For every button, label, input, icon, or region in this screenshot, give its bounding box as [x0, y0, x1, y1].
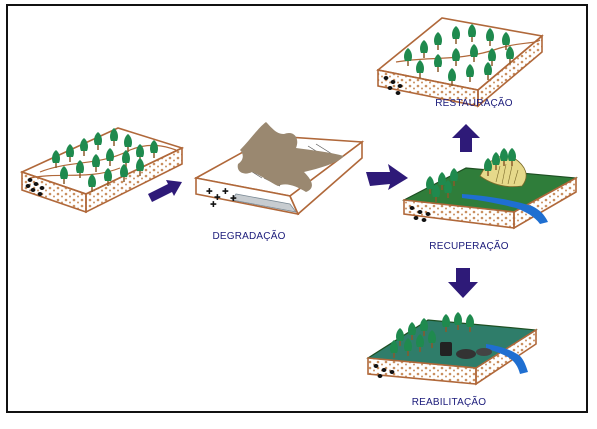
stones-icon: ✚ ✚ ✚ ✚ ✚: [206, 187, 237, 209]
arrow-to-restauracao: [452, 124, 480, 152]
svg-text:✚: ✚: [222, 187, 229, 196]
river: [462, 194, 548, 224]
erosion-area: [237, 122, 344, 192]
restored-block: [376, 17, 544, 108]
recovery-block: [401, 147, 579, 230]
label-degradacao: DEGRADAÇÃO: [212, 231, 286, 242]
svg-text:✚: ✚: [206, 187, 213, 196]
svg-text:✚: ✚: [230, 194, 237, 203]
machinery-icon: [440, 342, 492, 359]
label-reabilitacao: REABILITAÇÃO: [411, 397, 487, 408]
arrow-to-degradation: [148, 180, 182, 202]
svg-text:✚: ✚: [210, 200, 217, 209]
svg-text:✚: ✚: [214, 193, 221, 202]
label-restauracao: RESTAURAÇÃO: [435, 98, 513, 109]
arrow-to-reabilitacao: [448, 268, 478, 298]
label-recuperacao: RECUPERAÇÃO: [429, 241, 509, 252]
forest-block-original: [19, 127, 185, 214]
river: [486, 344, 528, 374]
arrow-to-recuperacao: [366, 164, 408, 190]
rehabilitation-block: [366, 311, 538, 386]
degraded-block: ✚ ✚ ✚ ✚ ✚: [193, 122, 365, 216]
